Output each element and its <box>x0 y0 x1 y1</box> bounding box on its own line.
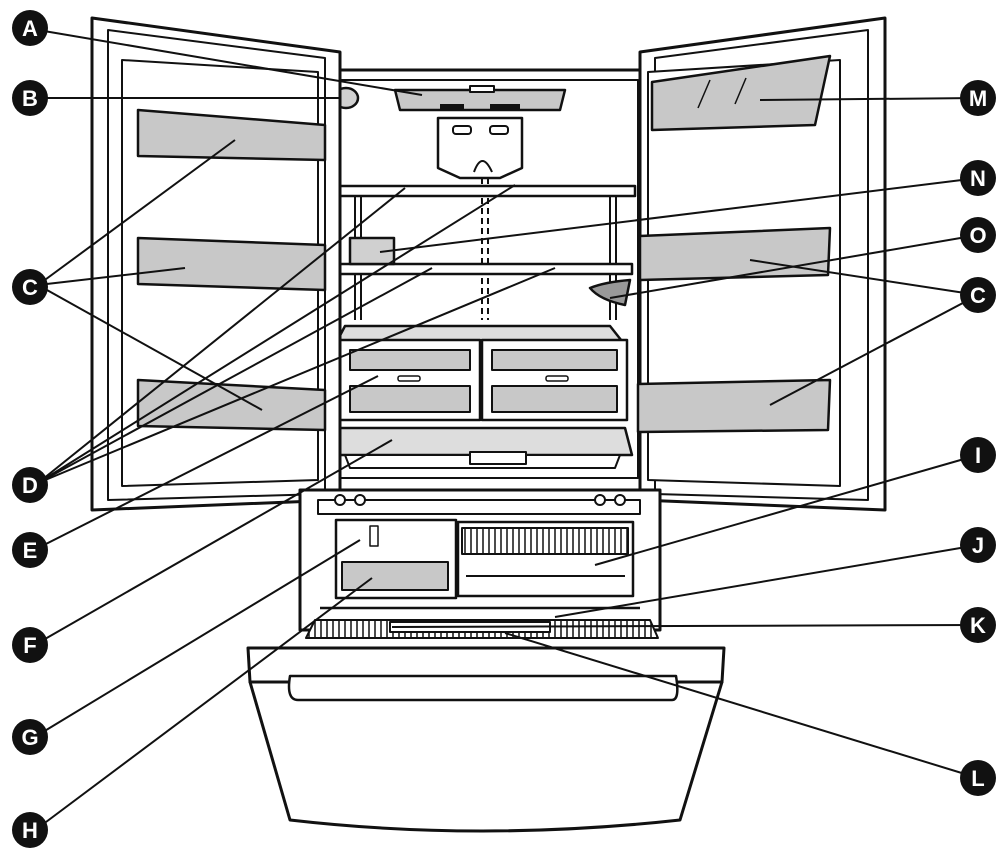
door-bin-left-3 <box>136 378 327 432</box>
door-bin-left-1 <box>136 108 327 162</box>
right-door <box>636 16 887 512</box>
freezer-section <box>298 488 662 639</box>
callout-J: J <box>960 527 996 563</box>
callout-A: A <box>12 10 48 46</box>
callout-letter: L <box>971 766 984 791</box>
callout-E: E <box>12 532 48 568</box>
callout-letter: K <box>970 613 986 638</box>
left-door <box>90 16 342 512</box>
callout-letter: I <box>975 443 981 468</box>
callout-C-right: C <box>960 277 996 313</box>
callout-letter: B <box>22 86 38 111</box>
dairy-center <box>650 54 832 132</box>
freezer-control <box>341 561 449 591</box>
callout-letter: N <box>970 166 986 191</box>
callout-letter: E <box>23 538 38 563</box>
freezer-drawer <box>246 646 726 833</box>
callout-M: M <box>960 80 996 116</box>
callout-C-left: C <box>12 269 48 305</box>
callout-letter: O <box>969 223 986 248</box>
callout-O: O <box>960 217 996 253</box>
callout-letter: C <box>970 283 986 308</box>
door-bin-right-2 <box>636 378 832 434</box>
leader-lines <box>37 29 979 829</box>
callout-letter: D <box>22 473 38 498</box>
callout-N: N <box>960 160 996 196</box>
callout-letter: F <box>23 633 36 658</box>
door-bin-right-1 <box>638 226 832 282</box>
callout-B: B <box>12 80 48 116</box>
callout-letter: C <box>22 275 38 300</box>
callout-G: G <box>12 719 48 755</box>
control-panel <box>393 88 567 112</box>
can-rack <box>588 278 632 307</box>
callout-D: D <box>12 467 48 503</box>
callout-I: I <box>960 437 996 473</box>
callout-K: K <box>960 607 996 643</box>
callout-letter: M <box>969 86 987 111</box>
callout-letter: J <box>972 533 984 558</box>
meat-pan <box>332 426 634 457</box>
callout-letter: G <box>21 725 38 750</box>
callout-L: L <box>960 760 996 796</box>
callout-H: H <box>12 812 48 848</box>
glass-shelf-upper <box>328 184 637 198</box>
callout-letter: H <box>22 818 38 843</box>
callout-letter: A <box>22 16 38 41</box>
door-bin-left-2 <box>136 236 327 292</box>
callout-F: F <box>12 627 48 663</box>
fridge-cabinet <box>298 68 652 492</box>
